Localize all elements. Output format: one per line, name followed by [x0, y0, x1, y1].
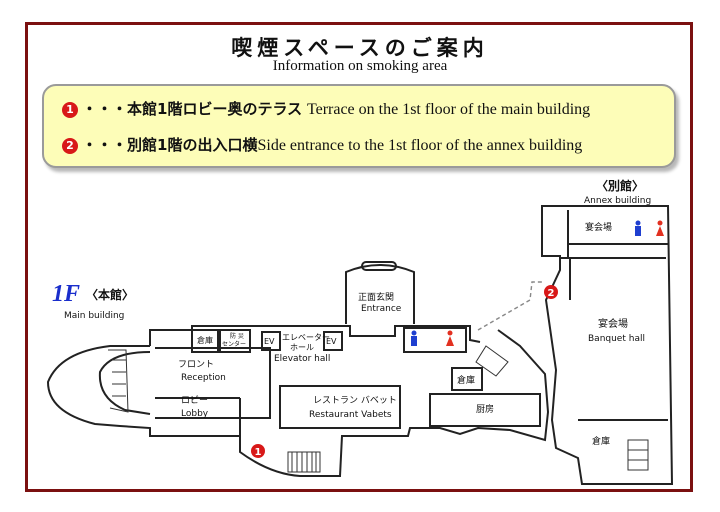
room-disaster-2: 災 [238, 333, 244, 340]
page-title: 喫煙スペースのご案内 [231, 36, 489, 60]
lobby-en: Lobby [181, 409, 209, 419]
svg-text:1: 1 [255, 447, 262, 458]
entrance-jp: 正面玄関 [358, 291, 394, 303]
room-labels: 倉庫 防 災 センター EV EV エレベーター ホール Elevator ha… [178, 221, 645, 447]
room-ev-1: EV [264, 337, 275, 346]
smoking-marker-2: 2 [544, 285, 558, 299]
elevator-hall-en: Elevator hall [274, 354, 330, 364]
svg-text:2: 2 [548, 288, 555, 299]
room-ev-2: EV [326, 337, 337, 346]
main-floor-label: 1F [52, 281, 80, 307]
toilet-female-icon-annex [656, 220, 664, 236]
banquet-hall-jp: 宴会場 [598, 317, 628, 330]
restaurant-jp: レストラン バベット [313, 395, 397, 406]
page-subtitle: Information on smoking area [272, 58, 448, 74]
room-storage-2: 倉庫 [457, 374, 475, 386]
main-building-en: Main building [64, 311, 124, 321]
annex-building-jp: 〈別館〉 [596, 178, 644, 193]
elevator-hall-jp: エレベーター [282, 333, 330, 342]
legend-en-2: Side entrance to the 1st floor of the an… [257, 137, 583, 154]
room-kitchen: 厨房 [476, 403, 494, 415]
toilet-male-icon [411, 330, 417, 346]
legend-en-1: Terrace on the 1st floor of the main bui… [306, 101, 591, 118]
connecting-corridor [477, 281, 542, 331]
legend-marker-1: 1 [62, 102, 78, 118]
main-building-jp: 〈本館〉 [86, 287, 134, 302]
banquet-hall-en: Banquet hall [588, 334, 645, 344]
lobby-jp: ロビー [181, 395, 208, 406]
toilet-male-icon-annex [635, 220, 641, 236]
legend-dots-1: ・・・ [82, 100, 128, 118]
room-storage-1: 倉庫 [197, 335, 213, 345]
legend-marker-2: 2 [62, 138, 78, 154]
legend-jp-1: 本館1階ロビー奥のテラス [127, 100, 303, 118]
legend-jp-2: 別館1階の出入口横 [127, 136, 258, 154]
floor-walls [46, 205, 674, 485]
annex-building-en: Annex building [584, 196, 651, 206]
legend-item-1: 1・・・本館1階ロビー奥のテラス Terrace on the 1st floo… [62, 98, 590, 119]
legend-item-2: 2・・・別館1階の出入口横Side entrance to the 1st fl… [62, 134, 582, 155]
smoking-marker-1: 1 [251, 444, 265, 458]
entrance-en: Entrance [361, 304, 402, 314]
room-disaster-3: センター [222, 340, 246, 348]
room-storage-3: 倉庫 [592, 435, 610, 447]
room-disaster-1: 防 [230, 332, 236, 340]
toilet-female-icon [446, 330, 454, 346]
smoking-area-legend: 1・・・本館1階ロビー奥のテラス Terrace on the 1st floo… [42, 84, 676, 168]
restaurant-en: Restaurant Vabets [309, 410, 392, 420]
reception-jp: フロント [178, 360, 214, 370]
room-banquet-small: 宴会場 [585, 221, 612, 233]
legend-dots-2: ・・・ [82, 136, 128, 154]
stairs-icon [108, 345, 649, 473]
reception-en: Reception [181, 373, 226, 383]
elevator-hall-jp2: ホール [290, 343, 314, 352]
